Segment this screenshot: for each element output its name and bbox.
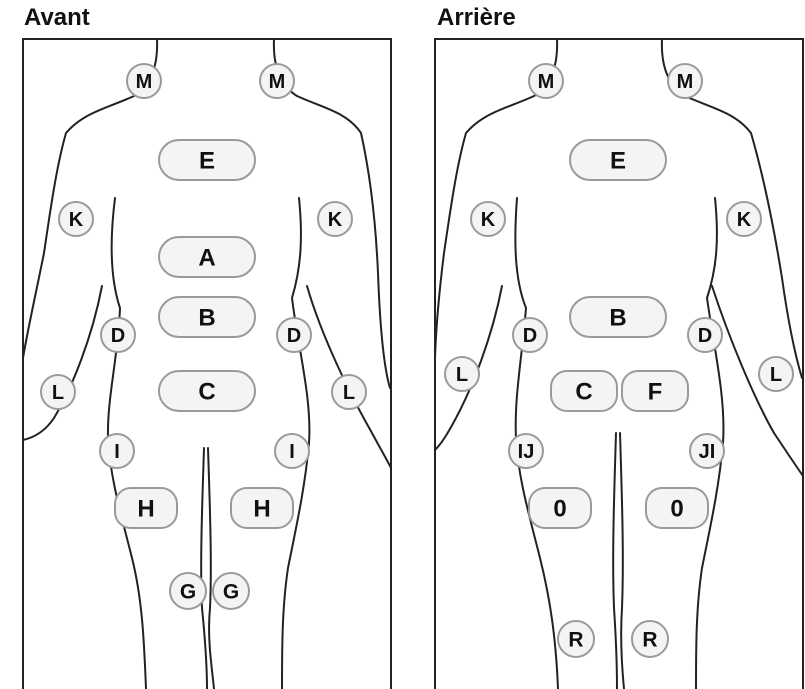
front-body-diagram: M M E K K A B D D C L L — [22, 38, 392, 689]
back-marker-r-left-label: R — [568, 629, 583, 652]
back-marker-l-right: L — [759, 357, 793, 391]
front-marker-m-left-label: M — [136, 71, 153, 93]
back-marker-m-left: M — [529, 64, 563, 98]
front-marker-h-right: H — [231, 488, 293, 528]
front-body-outline: M M E K K A B D D C L L — [22, 38, 392, 689]
back-marker-k-right: K — [727, 202, 761, 236]
back-marker-r-right: R — [632, 621, 668, 657]
front-marker-d-left: D — [101, 318, 135, 352]
back-marker-l-right-label: L — [770, 364, 782, 386]
front-marker-d-right-label: D — [287, 325, 301, 347]
front-marker-b: B — [159, 297, 255, 337]
front-marker-c: C — [159, 371, 255, 411]
back-marker-k-left-label: K — [481, 209, 496, 231]
front-marker-g-left: G — [170, 573, 206, 609]
back-marker-d-right: D — [688, 318, 722, 352]
front-marker-i-left: I — [100, 434, 134, 468]
back-marker-r-left: R — [558, 621, 594, 657]
back-right-inner-leg-line — [620, 433, 624, 689]
front-marker-d-right: D — [277, 318, 311, 352]
back-marker-b: B — [570, 297, 666, 337]
back-marker-e-label: E — [610, 148, 626, 175]
front-marker-m-right: M — [260, 64, 294, 98]
back-frame — [435, 39, 803, 689]
back-marker-f: F — [622, 371, 688, 411]
front-marker-l-left: L — [41, 375, 75, 409]
front-marker-e-label: E — [199, 148, 215, 175]
back-marker-m-right-label: M — [677, 71, 694, 93]
front-marker-l-left-label: L — [52, 382, 64, 404]
back-marker-zero-right-label: 0 — [670, 496, 683, 523]
back-marker-e: E — [570, 140, 666, 180]
back-marker-d-right-label: D — [698, 325, 712, 347]
back-marker-l-left-label: L — [456, 364, 468, 386]
front-view-title: Avant — [24, 4, 90, 32]
back-marker-ji-right: JI — [690, 434, 724, 468]
back-marker-ji-right-label: JI — [699, 441, 716, 463]
front-marker-c-label: C — [198, 379, 215, 406]
back-marker-ij-left-label: IJ — [518, 441, 535, 463]
back-left-inner-leg-line — [613, 433, 617, 689]
front-marker-g-right: G — [213, 573, 249, 609]
front-marker-a-label: A — [198, 245, 215, 272]
back-marker-zero-right: 0 — [646, 488, 708, 528]
back-body-diagram: M M E K K B D D C F L L — [434, 38, 804, 689]
front-marker-b-label: B — [198, 305, 215, 332]
front-marker-m-right-label: M — [269, 71, 286, 93]
back-marker-m-right: M — [668, 64, 702, 98]
front-left-inner-arm-line — [23, 286, 102, 440]
front-marker-i-right: I — [275, 434, 309, 468]
front-marker-k-left-label: K — [69, 209, 84, 231]
front-marker-d-left-label: D — [111, 325, 125, 347]
back-marker-f-label: F — [648, 379, 663, 406]
back-marker-k-left: K — [471, 202, 505, 236]
front-marker-h-left-label: H — [137, 496, 154, 523]
back-marker-k-right-label: K — [737, 209, 752, 231]
front-marker-l-right-label: L — [343, 382, 355, 404]
front-marker-l-right: L — [332, 375, 366, 409]
front-marker-g-left-label: G — [180, 581, 196, 604]
back-marker-l-left: L — [445, 357, 479, 391]
back-marker-c-label: C — [575, 379, 592, 406]
back-marker-b-label: B — [609, 305, 626, 332]
back-marker-zero-left: 0 — [529, 488, 591, 528]
back-marker-ij-left: IJ — [509, 434, 543, 468]
front-marker-k-right: K — [318, 202, 352, 236]
front-marker-h-right-label: H — [253, 496, 270, 523]
front-marker-k-right-label: K — [328, 209, 343, 231]
front-marker-a: A — [159, 237, 255, 277]
back-marker-m-left-label: M — [538, 71, 555, 93]
back-view-title: Arrière — [437, 4, 516, 32]
front-left-inner-leg-line — [201, 448, 207, 689]
front-marker-g-right-label: G — [223, 581, 239, 604]
front-marker-k-left: K — [59, 202, 93, 236]
back-marker-r-right-label: R — [642, 629, 657, 652]
back-marker-d-left-label: D — [523, 325, 537, 347]
back-marker-d-left: D — [513, 318, 547, 352]
back-marker-zero-left-label: 0 — [553, 496, 566, 523]
back-marker-c: C — [551, 371, 617, 411]
front-marker-i-left-label: I — [114, 441, 120, 463]
front-marker-e: E — [159, 140, 255, 180]
front-marker-i-right-label: I — [289, 441, 295, 463]
front-right-inner-leg-line — [208, 448, 214, 689]
front-marker-h-left: H — [115, 488, 177, 528]
front-marker-m-left: M — [127, 64, 161, 98]
back-body-outline: M M E K K B D D C F L L — [434, 38, 804, 689]
